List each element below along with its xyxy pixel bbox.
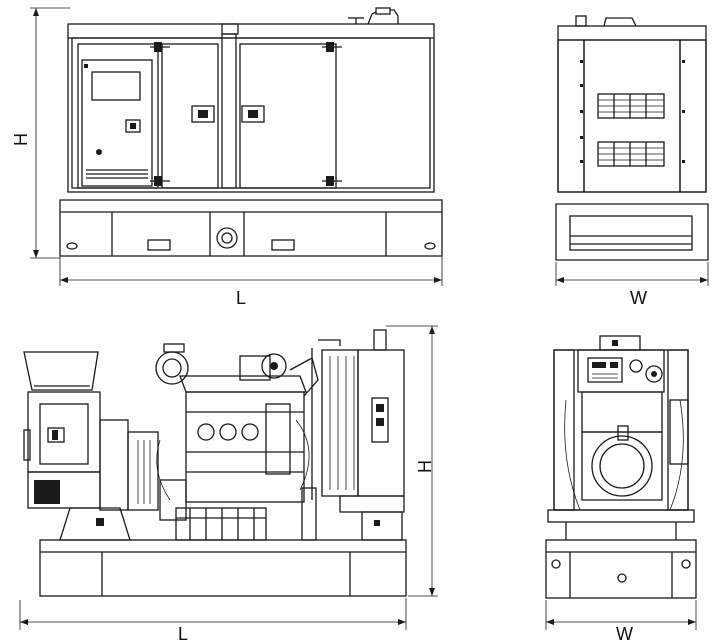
enclosed-base-frame [59,199,443,257]
open-height-dimension: H [386,325,438,597]
door-hinges [150,42,342,186]
enclosed-generator-front-view: H [11,7,443,308]
open-generator-side-view: W [545,335,697,642]
control-panel [81,59,153,187]
engine-front [564,391,689,511]
open-width-dimension: W [545,600,697,642]
open-base-frame [39,539,407,597]
enclosed-width-dimension: W [555,262,709,308]
open-side-base [545,509,697,599]
enclosed-height-label: H [11,133,31,146]
radiator [301,329,405,541]
canopy-body [67,23,435,193]
engine [155,343,319,521]
exhaust-cap [348,7,399,25]
enclosed-height-dimension: H [11,7,70,259]
enclosed-length-label: L [236,288,246,308]
louver-upper [597,93,665,119]
open-length-label: L [178,624,188,642]
louver-lower [597,141,665,167]
open-control-panel [577,335,665,393]
enclosed-generator-side-view: W [555,15,709,308]
open-generator-front-view: H L [19,325,438,642]
battery [175,507,267,541]
control-door [77,43,159,189]
open-length-dimension: L [19,598,407,642]
open-height-label: H [415,460,435,473]
open-width-label: W [616,624,633,642]
enclosed-width-label: W [630,288,647,308]
enclosed-length-dimension: L [59,256,443,308]
alternator [23,351,159,541]
